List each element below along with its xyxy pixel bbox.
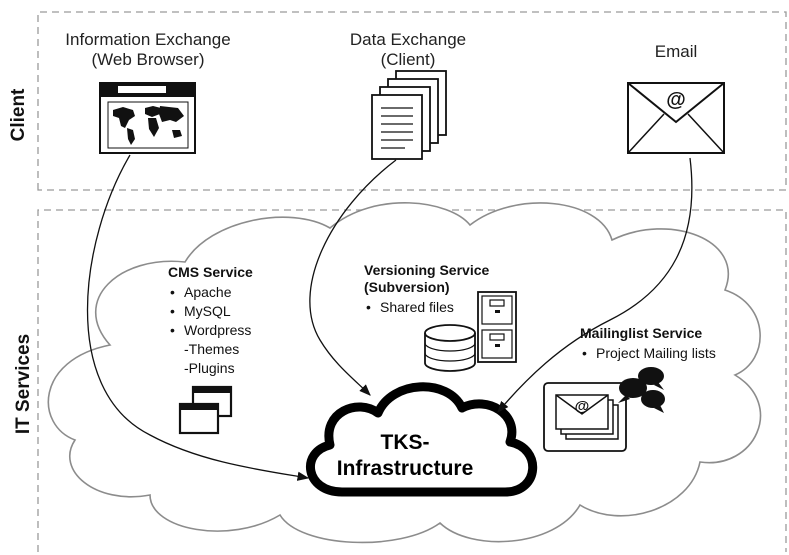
cms-subitem-plugins: -Plugins bbox=[184, 359, 235, 376]
chat-bubbles-icon bbox=[618, 367, 665, 413]
browser-to-core-arrow bbox=[86, 154, 310, 481]
it-services-band-title: IT Services bbox=[13, 333, 34, 435]
mailinglist-service-block: Mailinglist Service Project Mailing list… bbox=[580, 325, 716, 363]
cms-subitem-themes: -Themes bbox=[184, 340, 240, 357]
cms-item-mysql: MySQL bbox=[168, 302, 253, 321]
cms-item-apache: Apache bbox=[168, 283, 253, 302]
versioning-service-list: Shared files bbox=[364, 298, 489, 317]
email-at-glyph: @ bbox=[666, 89, 686, 111]
database-icon bbox=[424, 324, 476, 372]
versioning-item-shared-files: Shared files bbox=[364, 298, 489, 317]
data-exchange-label-line1: Data Exchange bbox=[349, 30, 467, 49]
email-to-core-arrow bbox=[497, 157, 693, 413]
browser-label-line2: (Web Browser) bbox=[91, 50, 205, 70]
versioning-service-title: Versioning Service bbox=[364, 262, 490, 278]
document-stack-icon bbox=[371, 70, 447, 160]
cms-service-list: Apache MySQL Wordpress -Themes -Plugins bbox=[168, 283, 253, 378]
versioning-service-block: Versioning Service (Subversion) Shared f… bbox=[364, 262, 489, 317]
mail-stack-icon bbox=[543, 382, 627, 452]
mailinglist-service-title: Mailinglist Service bbox=[580, 325, 703, 341]
email-client-label: Email bbox=[654, 42, 698, 61]
versioning-service-subtitle: (Subversion) bbox=[364, 278, 450, 295]
data-exchange-client-label: Data Exchange (Client) bbox=[338, 30, 478, 71]
it-services-band-frame bbox=[37, 209, 787, 552]
tks-infrastructure-label: TKS- Infrastructure bbox=[305, 430, 505, 482]
mailinglist-service-list: Project Mailing lists bbox=[580, 344, 716, 363]
browser-client-label: Information Exchange (Web Browser) bbox=[58, 30, 238, 71]
data-exchange-label-line2: (Client) bbox=[380, 50, 436, 70]
data-exchange-to-core-arrow bbox=[309, 159, 397, 396]
browser-label-line1: Information Exchange bbox=[65, 30, 231, 49]
mail-stack-at-glyph: @ bbox=[574, 398, 590, 415]
client-band-frame bbox=[37, 11, 787, 191]
cms-service-block: CMS Service Apache MySQL Wordpress -Them… bbox=[168, 264, 253, 378]
core-label-line2: Infrastructure bbox=[336, 457, 474, 480]
cms-item-wordpress: Wordpress bbox=[168, 321, 253, 340]
mailinglist-item-project-lists: Project Mailing lists bbox=[580, 344, 716, 363]
cms-service-title: CMS Service bbox=[168, 264, 253, 280]
envelope-icon bbox=[627, 82, 725, 154]
windows-icon bbox=[178, 385, 233, 435]
browser-world-map-icon bbox=[99, 82, 196, 154]
core-label-line1: TKS- bbox=[380, 431, 430, 454]
cloud-icon bbox=[306, 382, 538, 497]
client-band-title: Client bbox=[8, 88, 29, 142]
